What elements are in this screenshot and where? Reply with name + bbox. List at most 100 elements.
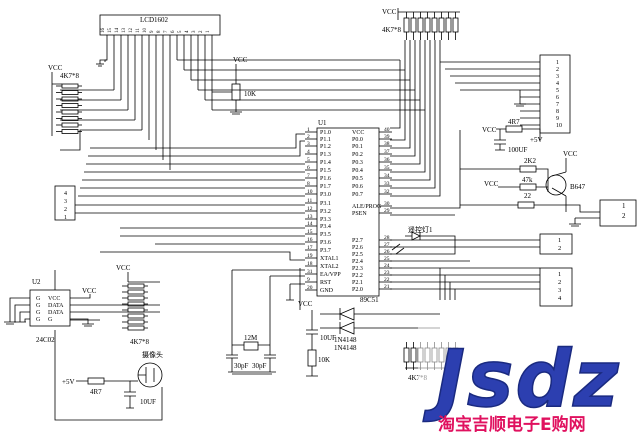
mcu-left-pin-name-17: P3.7 (320, 248, 331, 254)
pwr-5v: +5V (530, 136, 543, 144)
indicator-led: 遥控灯1 (391, 225, 440, 255)
left-pullup-resistor-6 (61, 122, 79, 128)
top-pullup-resistor-4 (431, 17, 438, 33)
pwr-vcc2: VCC (484, 180, 499, 188)
eeprom-left-pin-1: G (36, 303, 41, 309)
left-pullup-resistor-3 (61, 103, 79, 108)
lcd-pin-5: 5 (178, 30, 183, 33)
pullup-left-label: 4K7*8 (60, 72, 80, 80)
mcu-left-pin-num-17: 17 (307, 245, 313, 251)
mcu-left-pin-num-18: 18 (307, 261, 313, 267)
top-pullup-resistor-0 (403, 17, 410, 33)
pullup-left: VCC 4K7*8 (48, 64, 82, 136)
mcu-left-pin-name-13: P3.3 (320, 217, 331, 223)
mcu-right-pin-num-38: 38 (384, 141, 390, 147)
reset-res: 10K (318, 356, 330, 364)
mcu-name: 89C51 (360, 296, 379, 304)
mcu-left-pin-num-14: 14 (307, 221, 313, 227)
pullup-top-right: VCC 4K7*8 (382, 8, 460, 40)
eeprom-right-pin-3: G (48, 317, 53, 323)
diode-pair: 1N4148 1N4148 (320, 307, 440, 352)
mid-pullup-resistor-7 (127, 325, 145, 331)
mcu-left-pin-num-7: 7 (307, 173, 310, 179)
mcu-left-pin-num-11: 11 (307, 198, 313, 204)
header10-pin-8: 8 (556, 109, 559, 115)
mcu-left-pin-name-8: P1.7 (320, 184, 331, 190)
eeprom-name: 24C02 (36, 336, 55, 344)
top-pullup-resistor-3 (424, 17, 431, 33)
pwr-r22: 22 (524, 192, 532, 200)
mcu-right-pin-num-22: 22 (384, 277, 390, 283)
pullup-right-label: 4K7*8 (408, 374, 428, 382)
mcu-right-pin-name-35: P0.4 (352, 168, 363, 174)
mcu-body (316, 127, 380, 297)
lcd-pin-4: 4 (185, 30, 190, 33)
mcu-left-pin-name-18: XTAL2 (320, 264, 339, 270)
header10-pin-4: 4 (556, 81, 559, 87)
mcu-left-pin-name-11: P3.1 (320, 201, 331, 207)
mcu-right-pin-name-26: P2.5 (352, 252, 363, 258)
lcd-pin-1: 1 (206, 30, 211, 33)
diode-2: 1N4148 (334, 344, 357, 352)
lcd-pin-16: 16 (101, 28, 106, 34)
br-pullup-resistor-1 (410, 347, 417, 363)
mcu-right-pin-name-39: P0.0 (352, 137, 363, 143)
pwr-r4r7: 4R7 (508, 118, 520, 126)
mcu-right-pin-num-26: 26 (384, 249, 390, 255)
mcu-right-pin-name-28: P2.7 (352, 238, 363, 244)
watermark-tagline: 淘宝吉顺电子E购网 (438, 414, 586, 435)
mcu-left-pin-name-2: P1.1 (320, 137, 331, 143)
mcu-left-pin-name-4: P1.3 (320, 152, 331, 158)
mcu-left-pin-name-19: XTAL1 (320, 256, 339, 262)
camera-cap: 10UF (140, 398, 156, 406)
mcu-right-pin-name-36: P0.3 (352, 160, 363, 166)
watermark-logo: Jsdz (423, 335, 621, 425)
top-pullup-resistor-6 (445, 17, 452, 33)
mcu-right-pin-name-24: P2.3 (352, 266, 363, 272)
p0-bus-wires (390, 40, 540, 197)
mcu-right-pin-num-37: 37 (384, 149, 390, 155)
camera-r: 4R7 (90, 388, 102, 396)
pullup-top-label: 4K7*8 (382, 26, 402, 34)
mcu-right-pin-name-22: P2.1 (352, 280, 363, 286)
eeprom-left-pin-2: G (36, 310, 41, 316)
mcu-left-pin-name-15: P3.5 (320, 232, 331, 238)
mcu-left-pin-num-3: 3 (307, 141, 310, 147)
mcu-right-pin-num-29: 29 (384, 208, 390, 214)
pullup-mid-vcc: VCC (116, 264, 131, 272)
top-pullup-resistor-7 (452, 17, 459, 33)
top-pullup-resistor-2 (417, 17, 424, 33)
lcd-pin-13: 13 (122, 28, 127, 34)
mcu-right-pin-name-25: P2.4 (352, 259, 363, 265)
br-pullup-resistor-0 (403, 347, 410, 363)
mid-pullup-resistor-4 (127, 307, 145, 313)
mid-pullup-resistor-1 (127, 289, 145, 295)
header4-pin-1: 1 (64, 215, 67, 221)
mcu-left-pin-name-31: EA/VPP (320, 272, 341, 278)
connector-2pin-mid: 12 (539, 233, 573, 255)
mcu-right-pin-num-25: 25 (384, 256, 390, 262)
mcu-right-pin-name-29: PSEN (352, 211, 367, 217)
eeprom-right-pin-2: DATA (48, 310, 64, 316)
power-block: VCC 4R7 +5V 100UF 2K2 47k VCC VCC B647 2… (460, 118, 600, 213)
pwr-r47k: 47k (522, 176, 533, 184)
lcd-pin-wires (96, 35, 213, 170)
header10-pin-5: 5 (556, 88, 559, 94)
top-pullup-resistor-5 (438, 17, 445, 33)
eeprom-right-pin-1: DATA (48, 303, 64, 309)
mcu-left-pin-num-1: 1 (307, 127, 310, 133)
lcd-pin-12: 12 (129, 28, 134, 34)
lcd-pin-8: 8 (157, 30, 162, 33)
mcu-left-pin-num-19: 19 (307, 253, 313, 259)
header10-pin-10: 10 (556, 123, 562, 129)
header10-pin-7: 7 (556, 102, 559, 108)
lcd-pin-2: 2 (199, 30, 204, 33)
header4-body (54, 185, 76, 221)
p2-wires (390, 130, 540, 300)
mcu-left-pin-num-20: 20 (307, 285, 313, 291)
header10-body (539, 54, 571, 134)
